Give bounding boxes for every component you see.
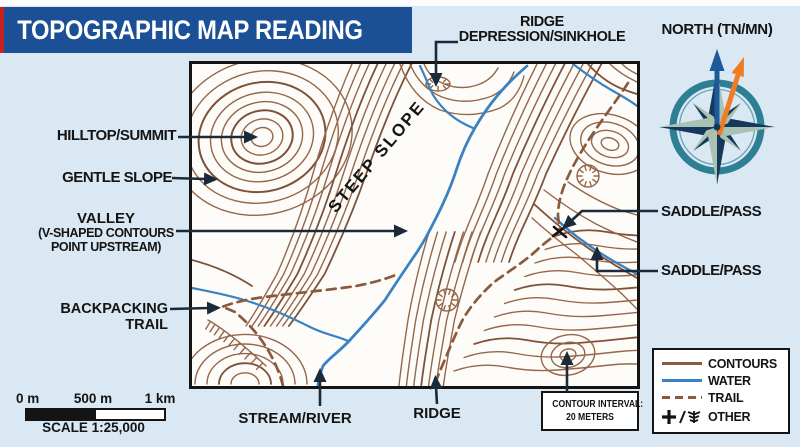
valley-subtitle-1: (V-SHAPED CONTOURS	[38, 226, 174, 240]
top-margin	[0, 0, 800, 6]
valley-title: VALLEY	[76, 210, 136, 227]
gentle-slope-label: GENTLE SLOPE	[62, 169, 172, 186]
valley-label: VALLEY (V-SHAPED CONTOURS POINT UPSTREAM…	[36, 211, 176, 254]
legend-row-trail: TRAIL	[662, 391, 780, 405]
legend-row-contours: CONTOURS	[662, 357, 780, 371]
true-north-arrow	[709, 49, 725, 129]
water-line-icon	[662, 378, 702, 383]
scale-tick-1km: 1 km	[144, 391, 176, 406]
legend-row-water: WATER	[662, 374, 780, 388]
scale-tick-500: 500 m	[73, 391, 113, 406]
scale-caption: SCALE 1:25,000	[42, 420, 145, 435]
stream-river-label: STREAM/RIVER	[238, 410, 352, 427]
legend-row-other: OTHER	[662, 408, 780, 426]
contours-line-icon	[662, 362, 702, 365]
legend: CONTOURS WATER TRAIL OTHER	[652, 348, 790, 434]
backpacking-trail-label: BACKPACKING TRAIL	[60, 301, 168, 333]
saddle-pass-upper-label: SADDLE/PASS	[661, 203, 762, 220]
contour-interval-box: CONTOUR INTERVAL: 20 METERS	[541, 391, 643, 431]
plus-and-marsh-icon	[662, 408, 702, 426]
scale-bar	[25, 408, 166, 421]
title-banner: TOPOGRAPHIC MAP READING	[0, 7, 412, 53]
topo-map: STEEP SLOPE	[189, 61, 640, 389]
saddle-pass-lower-label: SADDLE/PASS	[661, 262, 762, 279]
topo-map-art	[192, 64, 637, 386]
compass-rose	[659, 49, 775, 185]
trail-dashed-line-icon	[662, 395, 702, 400]
ridge-depression-sinkhole-label: RIDGE DEPRESSION/SINKHOLE	[458, 14, 626, 45]
ridge-label: RIDGE	[413, 405, 461, 422]
north-label: NORTH (TN/MN)	[661, 21, 773, 38]
banner-bar: TOPOGRAPHIC MAP READING	[4, 7, 412, 53]
hilltop-summit-label: HILLTOP/SUMMIT	[56, 127, 177, 144]
magnetic-north-arrow	[716, 57, 744, 136]
page-title: TOPOGRAPHIC MAP READING	[17, 14, 364, 45]
compass-center	[713, 123, 721, 131]
valley-subtitle-2: POINT UPSTREAM)	[51, 239, 161, 254]
banner-accent-stripe	[0, 7, 5, 53]
scale-tick-0: 0 m	[16, 391, 40, 406]
